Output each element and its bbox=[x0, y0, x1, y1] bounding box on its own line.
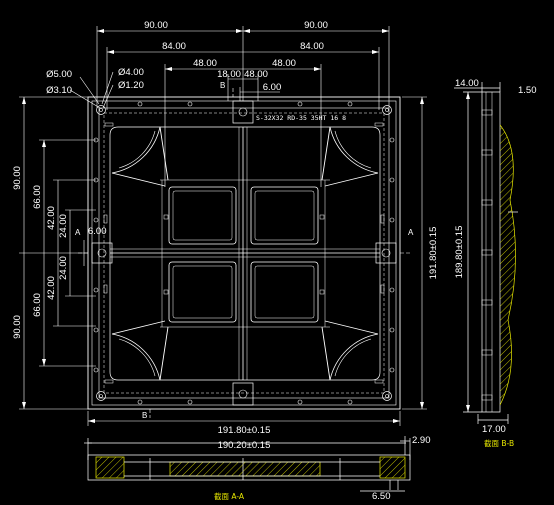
dim-step-65: 6.50 bbox=[372, 491, 391, 502]
dim-top-18: 18.00 bbox=[217, 69, 241, 80]
dim-top-84-left: 84.00 bbox=[162, 41, 186, 52]
dim-width-front: 191.80±0.15 bbox=[218, 425, 271, 436]
dim-top-90-right: 90.00 bbox=[304, 20, 328, 31]
dim-height-side: 189.80±0.15 bbox=[454, 226, 465, 279]
dim-left-66-lower: 66.00 bbox=[32, 293, 43, 317]
dim-side-14: 14.00 bbox=[455, 78, 479, 89]
dim-hole-d31: Ø3.10 bbox=[46, 85, 72, 96]
dim-height-front: 191.80±0.15 bbox=[428, 227, 439, 280]
dim-left-6: 6.00 bbox=[88, 226, 107, 237]
dim-side-17: 17.00 bbox=[482, 424, 506, 435]
dim-top-6: 6.00 bbox=[263, 82, 282, 93]
dim-width-section: 190.20±0.15 bbox=[218, 440, 271, 451]
dimension-lines bbox=[19, 26, 427, 426]
dim-hole-d4: Ø4.00 bbox=[118, 67, 144, 78]
dim-hole-d5: Ø5.00 bbox=[46, 69, 72, 80]
dim-left-24-upper: 24.00 bbox=[58, 214, 69, 238]
dim-top-84-right: 84.00 bbox=[300, 41, 324, 52]
dim-top-48-left: 48.00 bbox=[193, 58, 217, 69]
dim-left-90-lower: 90.00 bbox=[12, 315, 23, 339]
dim-left-66-upper: 66.00 bbox=[32, 185, 43, 209]
dim-left-24-lower: 24.00 bbox=[58, 256, 69, 280]
section-aa bbox=[84, 436, 411, 492]
section-bb bbox=[454, 82, 518, 424]
dim-side-15: 1.50 bbox=[518, 85, 537, 96]
arrowheads bbox=[22, 29, 424, 423]
section-bb-arrows bbox=[466, 92, 470, 412]
section-mark-b-top: B bbox=[220, 81, 225, 90]
section-bb-label: 截面 B-B bbox=[484, 438, 514, 448]
dim-left-42-lower: 42.00 bbox=[46, 276, 57, 300]
dim-top-48-right: 48.00 bbox=[272, 58, 296, 69]
part-note: S-32X32 RD-35 35HT 16 8 bbox=[256, 114, 346, 122]
front-view bbox=[87, 96, 401, 410]
dim-top-90-left: 90.00 bbox=[144, 20, 168, 31]
dimension-texts: 90.00 90.00 84.00 84.00 48.00 48.00 18.0… bbox=[12, 20, 537, 502]
dim-left-90-upper: 90.00 bbox=[12, 166, 23, 190]
center-grid bbox=[168, 186, 319, 323]
dim-hole-d12: Ø1.20 bbox=[118, 80, 144, 91]
dim-top-48-mid: 48.00 bbox=[244, 69, 268, 80]
dim-step-29: 2.90 bbox=[412, 435, 431, 446]
section-mark-b-bottom: B bbox=[142, 411, 147, 420]
section-mark-a-left: A bbox=[75, 228, 81, 237]
section-aa-label: 截面 A-A bbox=[214, 491, 245, 501]
dim-left-42-upper: 42.00 bbox=[46, 206, 57, 230]
section-mark-a-right: A bbox=[408, 228, 414, 237]
